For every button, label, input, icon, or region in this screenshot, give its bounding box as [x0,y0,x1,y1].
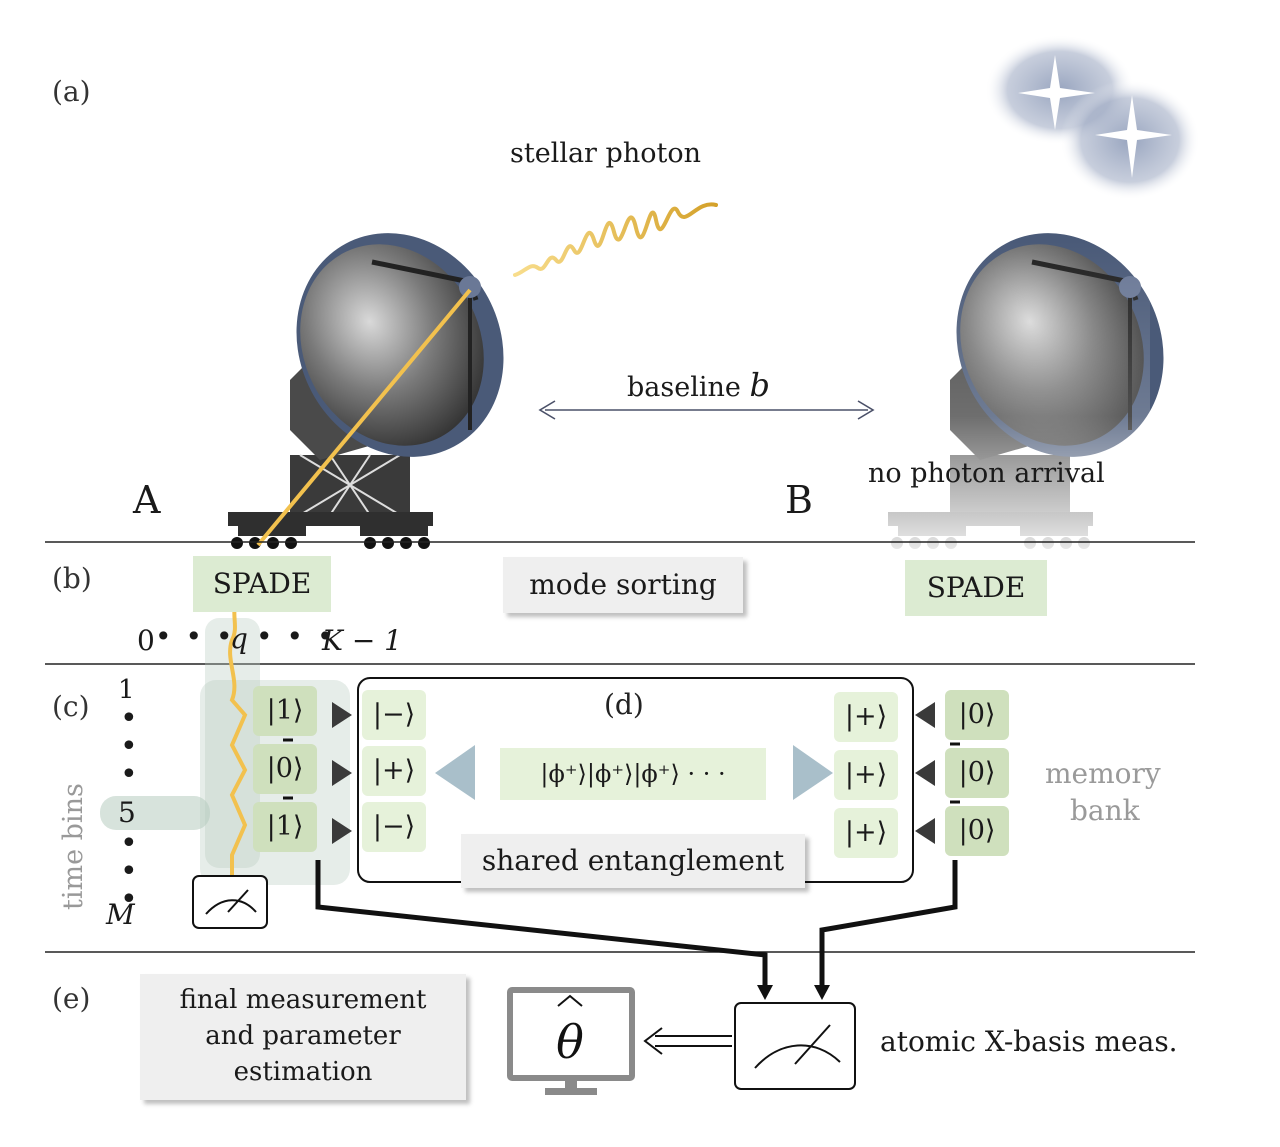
alice-ancilla-ket: |−⟩ [362,802,426,852]
bob-ancilla-ket: |+⟩ [834,692,898,742]
mode-index-dots: ••• [155,620,247,653]
triangle-left-icon [435,745,475,800]
time-bin-first: 1 [118,675,135,705]
alice-memory-ket: |1⟩ [253,802,317,852]
time-bin-dots: ••• [120,826,138,917]
triangle-right-icon [793,745,833,800]
final-measurement-line: and parameter [205,1021,401,1051]
detector-icon [192,875,268,929]
memory-bank-label-2: bank [1070,794,1140,827]
alice-ancilla-ket: |+⟩ [362,746,426,796]
x-basis-meter-icon [734,1002,856,1090]
final-measurement-box: final measurement and parameter estimati… [140,974,466,1100]
panel-label-b: (b) [52,562,92,595]
bob-memory-ket: |0⟩ [945,806,1009,856]
telescope-a-icon [228,233,504,549]
double-arrow [643,1027,732,1055]
bob-ancilla-ket: |+⟩ [834,750,898,800]
time-bin-dots: ••• [120,701,138,792]
bell-pairs-box: |ϕ⁺⟩|ϕ⁺⟩|ϕ⁺⟩ · · · [500,748,766,800]
spade-b-box: SPADE [905,560,1047,616]
baseline-label: baseline b [627,366,770,404]
mode-index-dots: ••• [256,620,348,653]
time-bins-label: time bins [58,783,89,910]
estimator-symbol: θ [556,1015,584,1069]
mode-index-q: q [230,622,248,655]
baseline-arrow [538,400,875,420]
mode-index-end: K − 1 [322,624,402,657]
stars-icon [985,35,1200,200]
x-basis-label: atomic X-basis meas. [880,1025,1178,1058]
site-b-label: B [785,478,813,522]
site-a-label: A [133,478,161,522]
alice-ancilla-ket: |−⟩ [362,690,426,740]
memory-bank-label: memory [1045,757,1161,790]
gate-arrows [332,702,935,844]
spade-a-box: SPADE [193,556,331,612]
telescope-b-icon [860,233,1164,560]
stellar-photon-label: stellar photon [510,138,701,169]
final-measurement-line: estimation [233,1057,373,1087]
time-bin-5: 5 [118,796,136,829]
mode-sorting-box: mode sorting [503,557,743,613]
bob-memory-ket: |0⟩ [945,748,1009,798]
panel-label-e: (e) [52,982,91,1015]
bob-ancilla-ket: |+⟩ [834,808,898,858]
panel-label-d: (d) [604,688,644,721]
time-bin-last: M [106,898,135,931]
shared-entanglement-box: shared entanglement [461,834,805,888]
monitor-icon: θ [507,987,635,1095]
final-measurement-line: final measurement [179,985,427,1015]
no-photon-label: no photon arrival [868,458,1105,489]
stellar-photon-wave [513,202,718,277]
panel-label-c: (c) [52,690,90,723]
photon-path [228,596,248,875]
alice-memory-ket: |0⟩ [253,744,317,794]
alice-memory-ket: |1⟩ [253,686,317,736]
bob-memory-ket: |0⟩ [945,690,1009,740]
mode-index-start: 0 [137,624,155,657]
panel-label-a: (a) [52,75,91,108]
